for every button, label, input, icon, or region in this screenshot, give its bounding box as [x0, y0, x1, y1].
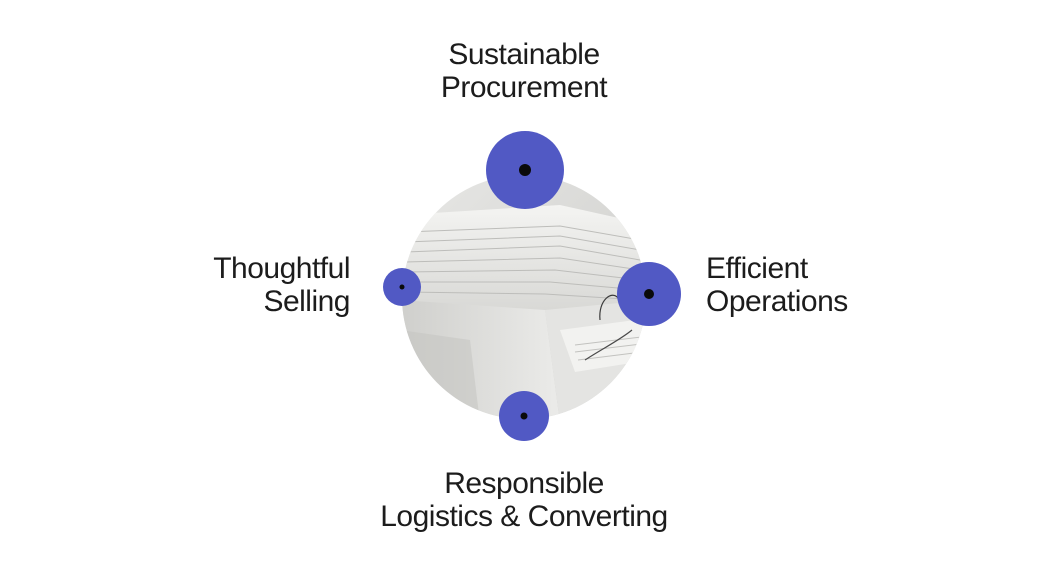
label-responsible-logistics: Responsible Logistics & Converting: [324, 467, 724, 533]
node-right: [617, 262, 681, 326]
label-efficient-operations: Efficient Operations: [706, 252, 848, 318]
node-bottom: [499, 391, 549, 441]
label-line: Operations: [706, 285, 848, 318]
label-line: Responsible: [444, 467, 604, 500]
label-line: Efficient: [706, 252, 808, 285]
label-line: Sustainable: [448, 38, 600, 71]
node-top: [486, 131, 564, 209]
label-line: Logistics & Converting: [380, 500, 668, 533]
label-sustainable-procurement: Sustainable Procurement: [324, 38, 724, 104]
label-thoughtful-selling: Thoughtful Selling: [150, 252, 350, 318]
node-left: [383, 268, 421, 306]
label-line: Thoughtful: [213, 252, 350, 285]
label-line: Procurement: [440, 71, 608, 104]
paper-stack-photo-icon: [402, 175, 646, 419]
label-line: Selling: [263, 285, 350, 318]
